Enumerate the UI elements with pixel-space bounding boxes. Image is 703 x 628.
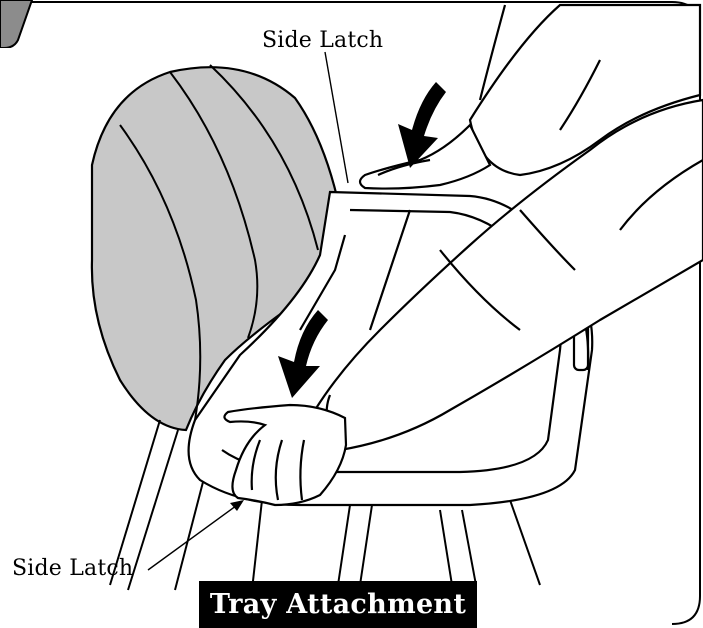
side-latch-label-bottom: Side Latch xyxy=(12,556,133,581)
figure-caption: Tray Attachment xyxy=(199,581,477,628)
side-latch-label-top: Side Latch xyxy=(262,28,383,53)
upper-hand xyxy=(360,125,490,189)
step-tab xyxy=(0,0,40,48)
